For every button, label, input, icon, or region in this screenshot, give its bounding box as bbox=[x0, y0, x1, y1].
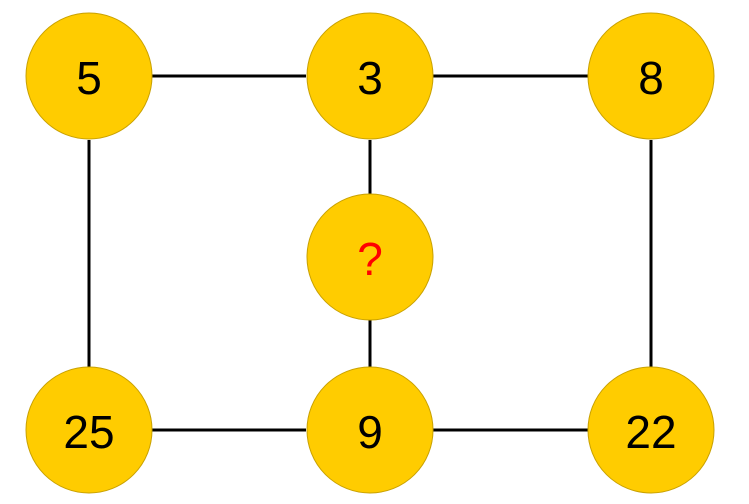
question-mark: ? bbox=[357, 233, 383, 285]
node-top-middle: 3 bbox=[306, 12, 434, 140]
node-circle bbox=[306, 12, 434, 140]
node-value: 3 bbox=[357, 52, 383, 104]
node-bottom-right: 22 bbox=[587, 366, 715, 494]
node-bottom-middle: 9 bbox=[306, 366, 434, 494]
node-circle bbox=[306, 193, 434, 321]
node-circle bbox=[587, 366, 715, 494]
node-value: 8 bbox=[638, 52, 664, 104]
node-value: 22 bbox=[625, 406, 676, 458]
node-circle bbox=[25, 366, 153, 494]
node-top-right: 8 bbox=[587, 12, 715, 140]
node-value: 9 bbox=[357, 406, 383, 458]
node-bottom-left: 25 bbox=[25, 366, 153, 494]
node-circle bbox=[25, 12, 153, 140]
node-circle bbox=[587, 12, 715, 140]
node-circle bbox=[306, 366, 434, 494]
connector-lines bbox=[87, 74, 653, 432]
node-top-left: 5 bbox=[25, 12, 153, 140]
node-center-unknown: ? bbox=[306, 193, 434, 321]
node-value: 25 bbox=[63, 406, 114, 458]
node-value: 5 bbox=[76, 52, 102, 104]
